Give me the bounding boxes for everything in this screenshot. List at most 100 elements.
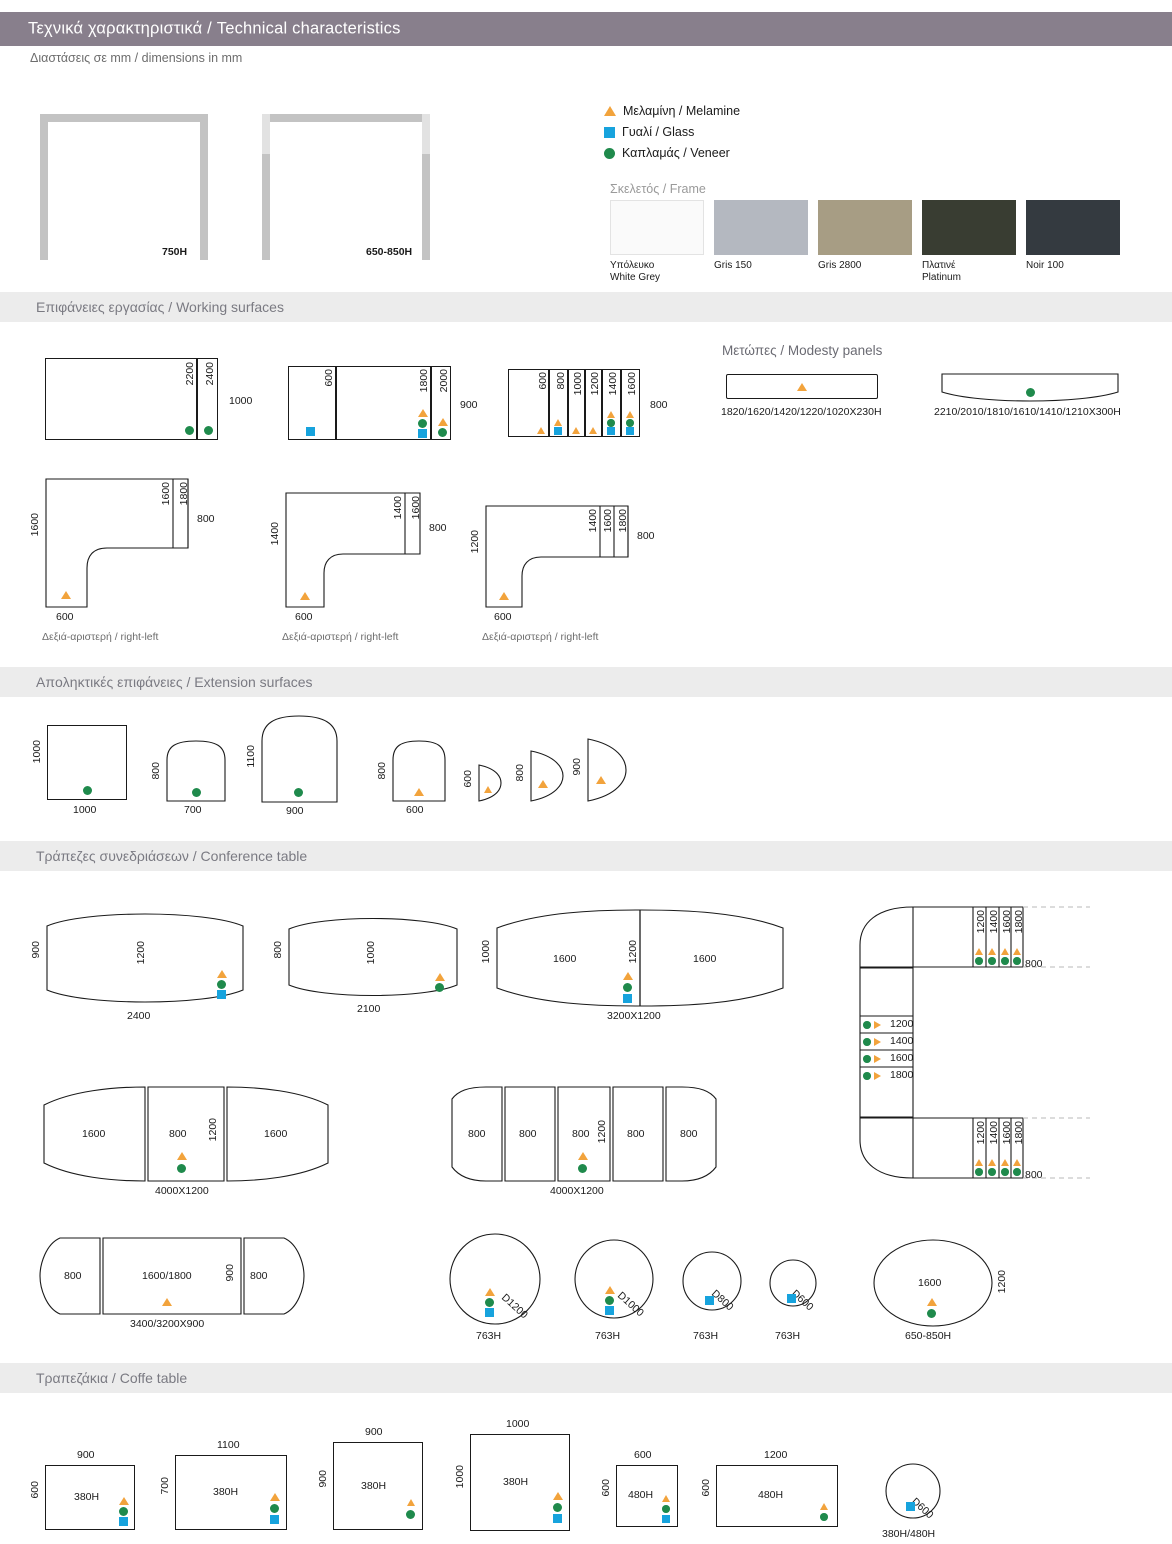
width-label: 1000: [506, 1418, 530, 1430]
swatch-name-gr: Gris 2800: [818, 260, 862, 271]
width-label: 1200: [764, 1449, 788, 1461]
circle-green-icon: [604, 147, 615, 159]
center-label: 1000: [365, 941, 377, 965]
frame-leg-left: [262, 154, 270, 260]
triangle-orange-icon: [1013, 1159, 1021, 1166]
circle-outline: [573, 1238, 655, 1320]
height-label: 1100: [245, 745, 257, 768]
surface-panel: [336, 366, 431, 440]
bottom-label: 2400: [127, 1010, 151, 1022]
panel-size-label: 2210/2010/1810/1610/1410/1210X300H: [934, 406, 1121, 418]
legend-label: Γυαλί / Glass: [622, 125, 695, 139]
front-label: 600: [56, 611, 74, 623]
triangle-orange-icon: [300, 592, 310, 600]
material-legend: Μελαμίνη / Melamine Γυαλί / Glass Καπλαμ…: [604, 102, 740, 165]
swatch-platinum: Πλατινέ Platinum: [922, 200, 1016, 283]
circle-green-icon: [988, 957, 996, 965]
depth-label: 800: [197, 513, 215, 525]
triangle-orange-icon: [607, 411, 615, 418]
triangle-orange-icon: [797, 383, 807, 391]
width-label: 1800: [418, 369, 430, 393]
side-label: 1200: [469, 530, 481, 554]
circle-green-icon: [435, 983, 444, 992]
width-label: 900: [365, 1426, 383, 1438]
width-label: 1100: [217, 1439, 240, 1451]
surface-panel: [568, 369, 585, 437]
circle-green-icon: [927, 1309, 936, 1318]
swatch-name-en: Platinum: [922, 271, 961, 283]
mid-label: 1200: [627, 940, 639, 964]
segment-label: 800: [468, 1128, 486, 1140]
section-header-coffee-table: Τραπεζάκια / Coffe table: [0, 1363, 1172, 1393]
width-label: 600: [537, 372, 549, 390]
circle-green-icon: [119, 1507, 128, 1516]
side-label: 1600: [29, 513, 41, 537]
width-label: 800: [555, 372, 567, 390]
halfcircle-outline: [530, 750, 564, 802]
triangle-orange-icon: [988, 1159, 996, 1166]
bottom-label: 4000X1200: [155, 1185, 209, 1197]
segment-label: 800: [519, 1128, 537, 1140]
page-subtitle: Διαστάσεις σε mm / dimensions in mm: [30, 51, 243, 65]
width-label: 1000: [572, 372, 584, 396]
width-label: 1800: [1013, 910, 1025, 934]
square-blue-icon: [906, 1502, 915, 1511]
circle-green-icon: [988, 1168, 996, 1176]
width-label: 1400: [988, 1121, 1000, 1145]
circle-green-icon: [177, 1164, 186, 1173]
height-label: 800: [514, 764, 526, 782]
triangle-orange-icon: [927, 1298, 937, 1306]
circle-green-icon: [623, 983, 632, 992]
curved-panel-outline: [940, 372, 1120, 404]
front-label: 600: [295, 611, 313, 623]
side-width-label: 1400: [890, 1035, 914, 1047]
depth-label: 900: [30, 941, 42, 959]
frame-leg-upper-left: [262, 114, 270, 156]
domed-outline: [392, 740, 446, 802]
section-title: Τραπεζάκια / Coffe table: [36, 1370, 188, 1386]
three-segment-outline: [42, 1085, 332, 1183]
circle-green-icon: [578, 1164, 587, 1173]
five-segment-outline: [450, 1085, 718, 1183]
width-label: 1200: [975, 910, 987, 934]
width-label: 1600: [160, 482, 172, 506]
width-label: 1400: [392, 496, 404, 520]
segment-label: 1600/1800: [142, 1270, 192, 1282]
frame-height-label: 750H: [162, 246, 188, 258]
height-label: 380H/480H: [882, 1528, 936, 1540]
height-label: 480H: [758, 1489, 784, 1501]
segment-label: 1600: [82, 1128, 106, 1140]
l-desk-outline: [45, 478, 205, 610]
legend-item-glass: Γυαλί / Glass: [604, 123, 740, 141]
height-label: 1000: [31, 740, 43, 764]
orientation-note: Δεξιά-αριστερή / right-left: [482, 631, 599, 643]
triangle-orange-icon: [623, 972, 633, 980]
orientation-note: Δεξιά-αριστερή / right-left: [42, 631, 159, 643]
width-label: 1400: [607, 372, 619, 396]
square-blue-icon: [607, 427, 615, 435]
circle-green-icon: [1026, 388, 1035, 397]
circle-outline: [681, 1250, 743, 1312]
bottom-label: 2100: [357, 1003, 381, 1015]
halfcircle-outline: [478, 764, 502, 802]
depth-label: 900: [460, 399, 478, 411]
square-blue-icon: [217, 990, 226, 999]
triangle-orange-icon: [407, 1499, 415, 1506]
width-label: 1200: [975, 1121, 987, 1145]
square-blue-icon: [418, 429, 427, 438]
swatch-name-gr: Noir 100: [1026, 260, 1064, 271]
surface-panel: [549, 369, 568, 437]
square-blue-icon: [787, 1294, 796, 1303]
triangle-orange-icon: [499, 592, 509, 600]
panel-size-label: 1820/1620/1420/1220/1020X230H: [721, 406, 882, 418]
triangle-orange-icon: [217, 970, 227, 978]
depth-label: 800: [637, 530, 655, 542]
mid-label: 900: [224, 1264, 236, 1282]
circle-green-icon: [863, 1038, 871, 1046]
table-body: [175, 1455, 287, 1530]
circle-green-icon: [270, 1504, 279, 1513]
triangle-orange-icon: [438, 418, 448, 426]
width-label: 900: [77, 1449, 95, 1461]
height-label: 380H: [503, 1476, 529, 1488]
bottom-label: 3400/3200X900: [130, 1318, 205, 1330]
